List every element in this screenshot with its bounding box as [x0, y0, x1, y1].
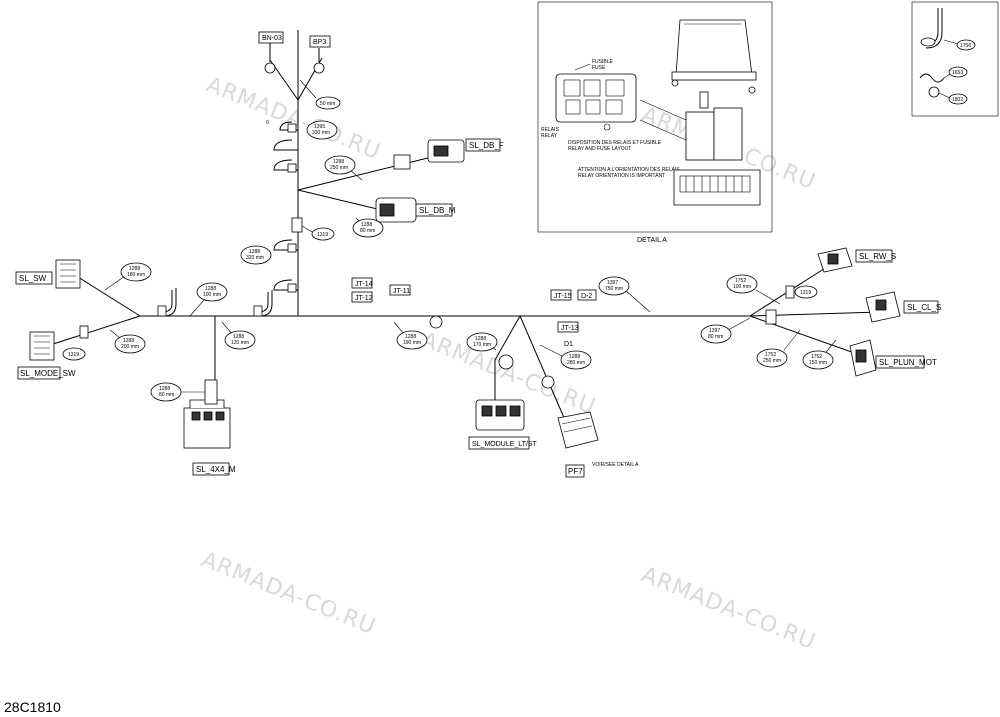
watermark: ARMADA-CO.RU	[638, 562, 819, 655]
callout-1752c-part: 1752	[811, 354, 822, 360]
switch-sl-mode-sw	[29, 331, 55, 361]
callout-1395-length: 330 mm	[312, 130, 330, 136]
layout-label-en: RELAY AND FUSE LAYOUT	[568, 146, 631, 152]
drawing-code: 28C1810	[4, 699, 61, 715]
relay-layout-drawing	[555, 73, 637, 123]
ring-terminal-bp3	[313, 62, 325, 74]
connector-labels: BN-03 BP3 SL_DB_F SL_DB_M SL_SW SL_MODE_…	[15, 31, 941, 478]
label-see-detail-a: VOIR/SEE DETAIL A	[592, 462, 639, 468]
callout-1288k-length: 280 mm	[567, 360, 585, 366]
clip-inset: 1756 1653 1802	[911, 1, 999, 117]
callout-1288c-length: 320 mm	[246, 255, 264, 261]
callout-1397a-length: 750 mm	[605, 286, 623, 292]
callout-1288j-length: 170 mm	[473, 342, 491, 348]
label-jt-15: JT-15	[554, 293, 572, 300]
relay-1	[685, 111, 715, 161]
ring-terminal-bn03	[264, 62, 276, 74]
callout-1288h-part: 1288	[159, 386, 170, 392]
label-sl-cl-s: SL_CL_S	[907, 303, 941, 312]
label-jt-12: JT-12	[355, 295, 373, 302]
callout-1288i-part: 1288	[405, 334, 416, 340]
callout-1288f-part: 1288	[233, 334, 244, 340]
label-sl-rw-s: SL_RW_S	[859, 252, 896, 261]
callout-1288c-part: 1288	[249, 249, 260, 255]
label-d-2: D-2	[581, 293, 592, 300]
callout-1756: 1756	[960, 43, 971, 49]
fusebox-base	[673, 169, 761, 206]
fuse-label-en: FUSE	[592, 65, 606, 71]
clamps	[79, 121, 795, 389]
label-sl-db-m: SL_DB_M	[419, 206, 456, 215]
relay-2	[713, 107, 743, 161]
label-sl-module-lt-st: SL_MODULE_LT/ST	[472, 441, 538, 448]
callout-1288g-part: 1288	[123, 338, 134, 344]
label-jt-14: JT-14	[355, 281, 373, 288]
callout-1288a-length: 250 mm	[330, 165, 348, 171]
label-jt-13: JT-13	[561, 325, 579, 332]
callout-zero: 0	[266, 120, 269, 126]
switch-sl-sw	[55, 259, 81, 289]
callout-1288b-part: 1288	[361, 222, 372, 228]
fusebox-pf7	[557, 411, 599, 449]
label-d1: D1	[564, 341, 573, 348]
label-sl-4x4-m: SL_4X4_M	[196, 465, 236, 474]
callout-1288i-length: 190 mm	[403, 340, 421, 346]
callout-1802: 1802	[952, 97, 963, 103]
callout-1397b-part: 1397	[709, 328, 720, 334]
callout-50mm: 50 mm	[320, 101, 335, 107]
callout-1288a-part: 1288	[333, 159, 344, 165]
detail-a-title: DETAIL A	[637, 237, 667, 244]
label-pf7: PF7	[568, 467, 583, 476]
parts	[29, 40, 901, 449]
callout-1288e-part: 1288	[205, 286, 216, 292]
callouts: 50 mm 0 1395 330 mm 1288 250 mm 1288 80 …	[62, 79, 837, 402]
callout-1397b-length: 80 mm	[708, 334, 723, 340]
callout-1397a-part: 1397	[607, 280, 618, 286]
detail-a-panel: FUSIBLE FUSE RELAIS RELAY DISPOSITION DE…	[537, 1, 773, 244]
detail-a-frame	[537, 1, 773, 233]
callout-1752c-length: 150 mm	[809, 360, 827, 366]
callout-1319b: 1319	[68, 352, 79, 358]
layout-label-fr: DISPOSITION DES RELAIS ET FUSIBLE	[568, 140, 662, 146]
callout-1752b-length: 250 mm	[763, 358, 781, 364]
label-jt-11: JT-11	[393, 288, 410, 295]
inset-frame	[911, 1, 999, 117]
callout-1288f-length: 120 mm	[231, 340, 249, 346]
harness-wires	[49, 30, 881, 421]
callout-1653: 1653	[952, 70, 963, 76]
label-bp3: BP3	[313, 39, 326, 46]
callout-1288d-part: 1288	[129, 266, 140, 272]
label-sl-sw: SL_SW	[19, 274, 47, 283]
fusebox-cover	[675, 19, 753, 76]
relay-label-fr: RELAIS	[541, 127, 559, 133]
callout-1288k-part: 1288	[569, 354, 580, 360]
callout-1288d-length: 180 mm	[127, 272, 145, 278]
callout-1319c: 1319	[800, 290, 811, 296]
label-sl-mode-sw: SL_MODE_SW	[20, 369, 76, 378]
callout-1752a-part: 1752	[735, 278, 746, 284]
relay-label-en: RELAY	[541, 133, 558, 139]
fuse-label-fr: FUSIBLE	[592, 59, 614, 65]
callout-1288b-length: 80 mm	[360, 228, 375, 234]
label-sl-db-f: SL_DB_F	[469, 141, 504, 150]
callout-1395-part: 1395	[314, 124, 325, 130]
callout-1752b-part: 1752	[765, 352, 776, 358]
callout-1288j-part: 1288	[475, 336, 486, 342]
callout-1752a-length: 100 mm	[733, 284, 751, 290]
watermark: ARMADA-CO.RU	[203, 72, 384, 165]
callout-1288g-length: 200 mm	[121, 344, 139, 350]
attention-label-fr: ATTENTION A L'ORIENTATION DES RELAIS	[578, 167, 680, 173]
callout-1319a: 1319	[317, 232, 328, 238]
watermark: ARMADA-CO.RU	[198, 547, 379, 640]
callout-1288h-length: 80 mm	[159, 392, 174, 398]
label-bn-03: BN-03	[262, 35, 282, 42]
attention-label-en: RELAY ORIENTATION IS IMPORTANT	[578, 173, 665, 179]
callout-1288e-length: 100 mm	[203, 292, 221, 298]
label-sl-plun-mot: SL_PLUN_MOT	[879, 358, 937, 367]
